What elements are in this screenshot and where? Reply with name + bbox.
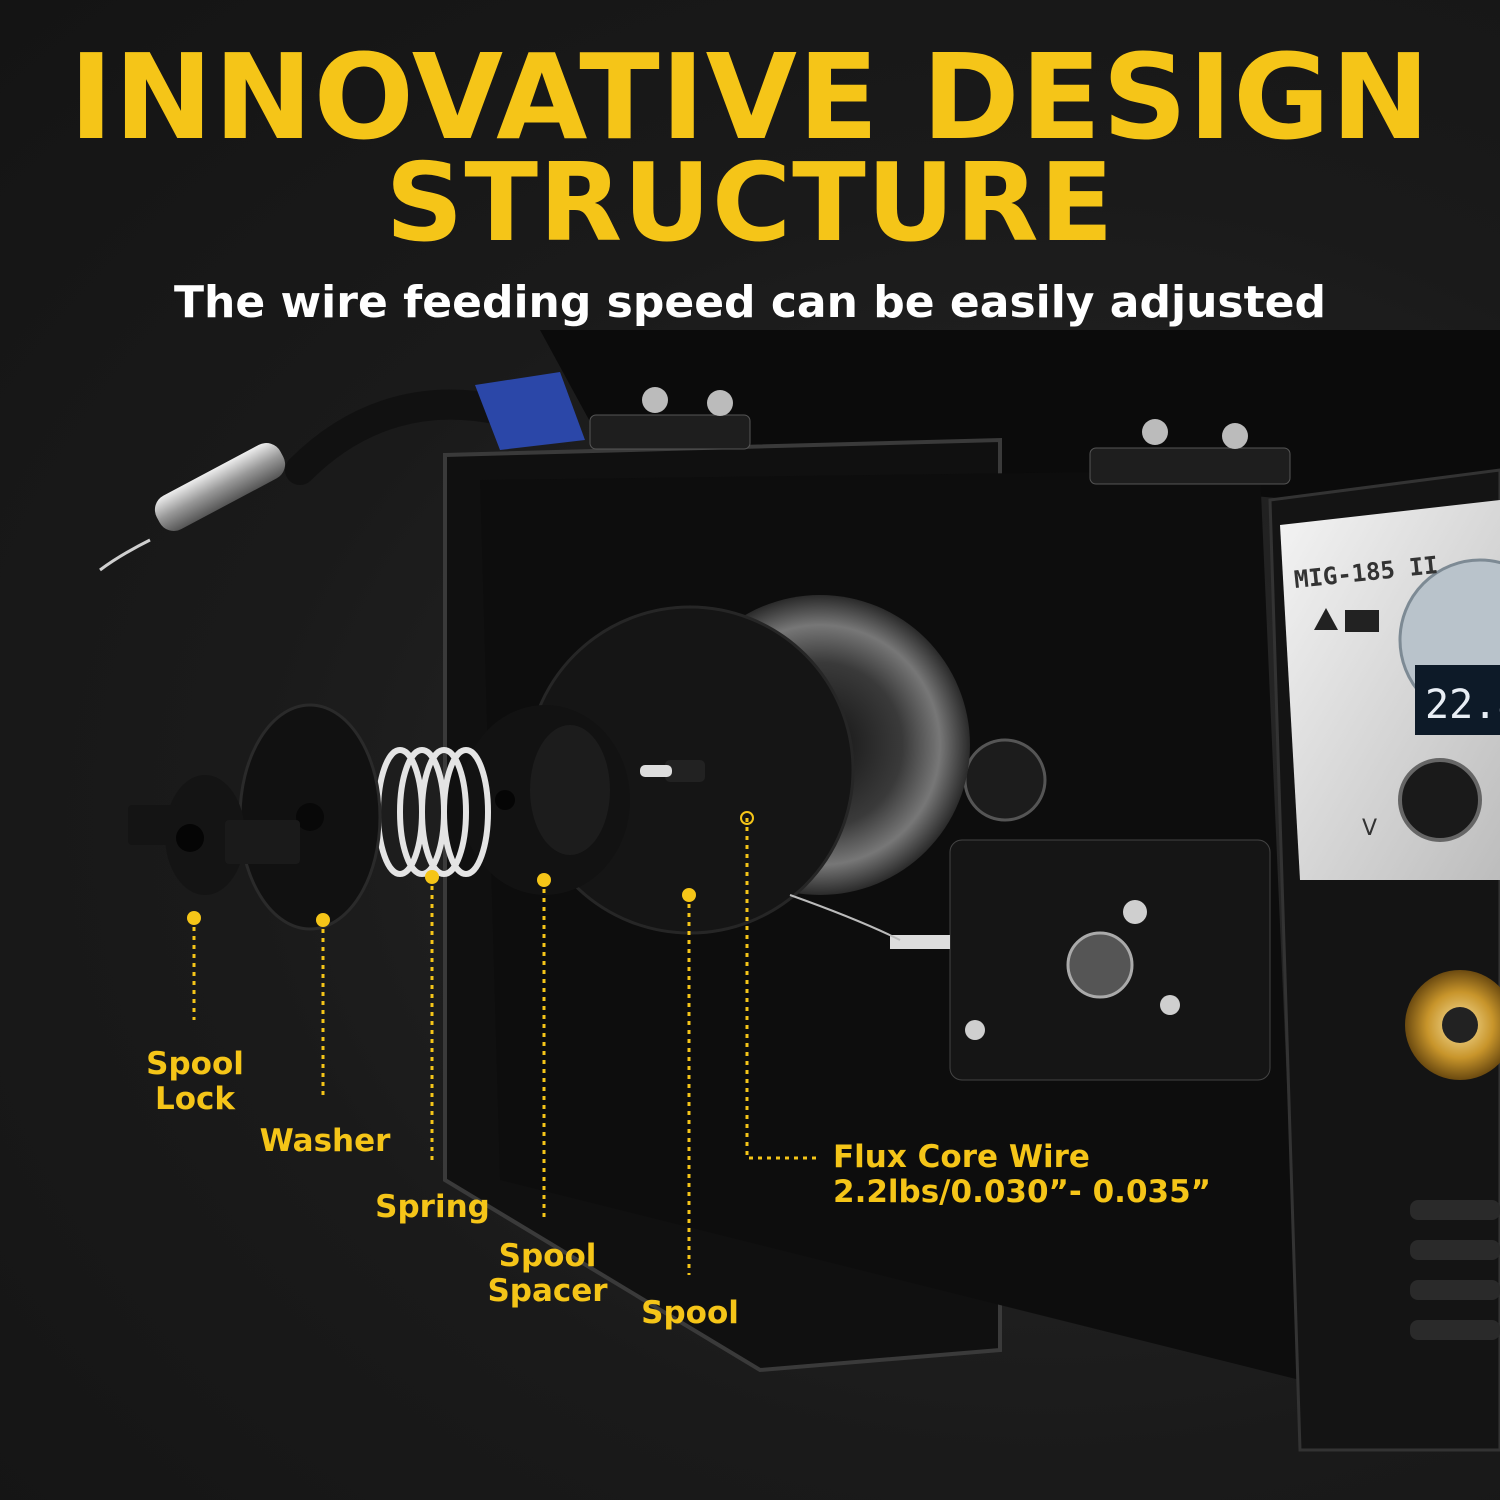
feed-wire xyxy=(789,894,901,941)
callout-dots xyxy=(187,811,754,927)
digital-display xyxy=(1415,665,1500,735)
feeder-tension-knob xyxy=(963,738,1047,822)
callout-flux-core-wire: Flux Core Wire 2.2lbs/0.030”- 0.035” xyxy=(833,1139,1212,1210)
torch-nozzle xyxy=(154,442,286,532)
manual-icon xyxy=(1345,610,1379,632)
bolt xyxy=(1222,423,1248,449)
spool-hub xyxy=(665,760,705,782)
headline-line-1: INNOVATIVE DESIGN xyxy=(69,28,1431,166)
callout-spool-spacer: Spool Spacer xyxy=(487,1238,608,1309)
feed-roller xyxy=(1066,931,1134,999)
callout-spool: Spool xyxy=(641,1295,739,1331)
hinge xyxy=(589,414,751,450)
bolt xyxy=(642,387,668,413)
callout-spring: Spring xyxy=(375,1189,490,1225)
subtitle: The wire feeding speed can be easily adj… xyxy=(174,277,1326,328)
vent-slot xyxy=(1410,1240,1500,1260)
vent-slot xyxy=(1410,1280,1500,1300)
bolt xyxy=(1142,419,1168,445)
bolt xyxy=(707,390,733,416)
callout-washer: Washer xyxy=(259,1123,391,1159)
screw xyxy=(1160,995,1180,1015)
torch-handle xyxy=(475,372,585,450)
warning-icon xyxy=(1314,608,1338,630)
washer-part xyxy=(238,703,382,931)
hinge xyxy=(1089,447,1291,485)
callout-leaders xyxy=(192,818,820,1275)
voltage-mark: V xyxy=(1362,816,1377,841)
voltage-knob xyxy=(1398,758,1482,842)
vent-slot xyxy=(1410,1200,1500,1220)
wire-guide-tube xyxy=(890,935,950,949)
torch-cable xyxy=(285,389,515,485)
callout-spool-lock: Spool Lock xyxy=(146,1046,244,1117)
display-reading: 22.8 xyxy=(1425,682,1500,728)
spool-shaft xyxy=(640,765,672,777)
vent-slot xyxy=(1410,1320,1500,1340)
spool-spacer-part xyxy=(460,705,630,895)
torch-wire-tip xyxy=(99,538,151,572)
headline-line-2: STRUCTURE xyxy=(385,141,1115,266)
screw xyxy=(965,1020,985,1040)
spool-lock-part xyxy=(128,775,300,895)
screw xyxy=(1123,900,1147,924)
torch-connector-hole xyxy=(1442,1007,1478,1043)
